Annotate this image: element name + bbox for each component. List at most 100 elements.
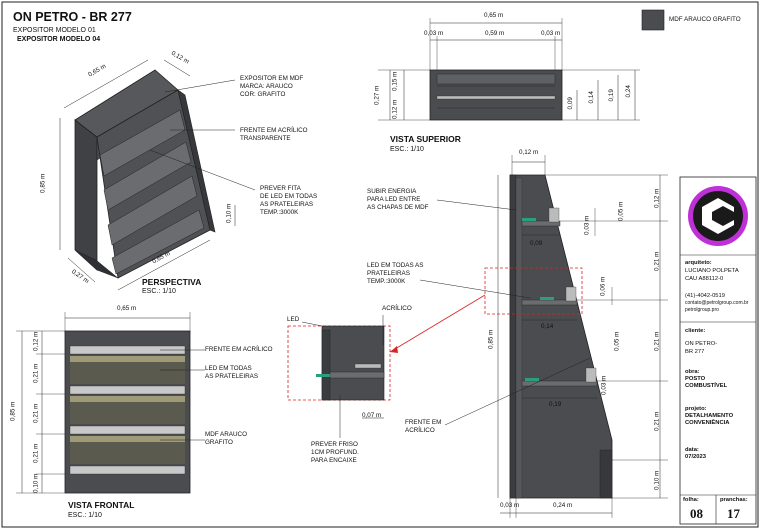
side-dim-d: 0,06 m xyxy=(599,276,607,296)
legend-label: MDF ARAUCO GRAFITO xyxy=(669,16,741,23)
front-dim-s3: 0,21 m xyxy=(32,443,40,463)
front-dim-width: 0,65 m xyxy=(117,305,137,312)
front-dim-top: 0,12 m xyxy=(32,331,40,351)
project-line-1: DETALHAMENTO xyxy=(685,413,734,419)
date-value: 07/2023 xyxy=(685,454,706,460)
side-dim-h: 0,19 xyxy=(549,401,562,408)
side-note-led-2: PRATELEIRAS xyxy=(367,270,410,277)
detail-note-1: PREVER FRISO xyxy=(311,441,358,448)
page-title: ON PETRO - BR 277 xyxy=(13,10,132,24)
top-view-drawing xyxy=(378,18,640,121)
perspective-scale: ESC.: 1/10 xyxy=(142,288,176,295)
architect-name: LUCIANO POLPETA xyxy=(685,268,739,274)
architect-phone: (41)-4042-0519 xyxy=(685,293,725,299)
side-dim-f: 0,05 m xyxy=(613,331,621,351)
front-note-mdf-1: MDF ARAUCO xyxy=(205,431,247,438)
detail-note-2: 1CM PROFUND. xyxy=(311,449,359,456)
front-dim-s1: 0,21 m xyxy=(32,363,40,383)
front-dim-s2: 0,21 m xyxy=(32,403,40,423)
client-line-2: BR 277 xyxy=(685,349,705,355)
subtitle-model-01: EXPOSITOR MODELO 01 xyxy=(13,27,96,34)
perspective-title: PERSPECTIVA xyxy=(142,277,202,287)
front-note-led-1: LED EM TODAS xyxy=(205,365,252,372)
detail-dim: 0,07 m xyxy=(362,412,382,419)
top-dim-d6: 0,19 xyxy=(607,89,615,102)
top-dim-d3: 0,12 m xyxy=(391,99,399,119)
front-note-acrylic: FRENTE EM ACRÍLICO xyxy=(205,346,273,353)
perspective-drawing xyxy=(59,59,256,291)
work-label: obra: xyxy=(685,369,700,375)
front-dim-height: 0,85 m xyxy=(9,401,17,421)
sheet-number: 08 xyxy=(690,506,703,521)
persp-dim-shelf-gap: 0,10 m xyxy=(225,203,233,223)
detail-acrylic-label: ACRÍLICO xyxy=(382,305,412,312)
top-dim-side-left: 0,03 m xyxy=(424,30,444,37)
sheet-label: folha: xyxy=(683,497,699,503)
top-dim-d1: 0,27 m xyxy=(373,85,381,105)
top-dim-d4: 0,09 xyxy=(566,97,574,110)
project-label: projeto: xyxy=(685,406,707,412)
side-dim-s3: 0,21 m xyxy=(653,411,661,431)
side-dim-base: 0,10 m xyxy=(653,470,661,490)
side-dim-s1: 0,21 m xyxy=(653,251,661,271)
side-note-acrylic-2: ACRÍLICO xyxy=(405,427,435,434)
persp-note-mdf-3: COR: GRAFITO xyxy=(240,91,286,98)
side-dim-bottom-left: 0,03 m xyxy=(500,502,520,509)
persp-note-mdf-2: MARCA: ARAUCO xyxy=(240,83,293,90)
side-note-energy-2: PARA LED ENTRE xyxy=(367,196,421,203)
side-note-energy-1: SUBIR ENERGIA xyxy=(367,188,417,195)
architect-site: petrolgroup.pro xyxy=(685,307,719,313)
project-line-2: CONVENIÊNCIA xyxy=(685,420,730,426)
work-line-2: COMBUSTÍVEL xyxy=(685,383,728,389)
work-line-1: POSTO xyxy=(685,376,706,382)
sheets-label: pranchas: xyxy=(720,497,748,503)
persp-note-led-1: PREVER FITA xyxy=(260,185,301,192)
architect-label: arquiteto: xyxy=(685,260,712,266)
top-dim-d2: 0,15 m xyxy=(391,71,399,91)
subtitle-model-04: EXPOSITOR MODELO 04 xyxy=(17,36,101,43)
architect-email: contato@petrolgroup.com.br xyxy=(685,300,749,306)
architect-cau: CAU A88112-0 xyxy=(685,276,724,282)
side-note-energy-3: AS CHAPAS DE MDF xyxy=(367,204,429,211)
legend-swatch xyxy=(641,9,665,31)
side-dim-top-width: 0,12 m xyxy=(519,149,539,156)
side-note-led-3: TEMP.:3000K xyxy=(367,278,406,285)
side-note-led-1: LED EM TODAS AS xyxy=(367,262,424,269)
side-view-drawing xyxy=(419,155,668,518)
top-dim-total: 0,65 m xyxy=(484,12,504,19)
front-note-led-2: AS PRATELEIRAS xyxy=(205,373,259,380)
side-dim-bottom-width: 0,24 m xyxy=(553,502,573,509)
front-view-scale: ESC.: 1/10 xyxy=(68,512,102,519)
top-dim-d5: 0,14 xyxy=(587,91,595,104)
side-note-acrylic-1: FRENTE EM xyxy=(405,419,442,426)
side-dim-s2: 0,21 m xyxy=(653,331,661,351)
detail-drawing xyxy=(287,294,486,438)
top-dim-inner: 0,59 m xyxy=(485,30,505,37)
front-view-title: VISTA FRONTAL xyxy=(68,500,135,510)
side-dim-g: 0,03 m xyxy=(600,375,608,395)
client-label: cliente: xyxy=(685,328,706,334)
top-view-title: VISTA SUPERIOR xyxy=(390,134,461,144)
detail-note-3: PARA ENCAIXE xyxy=(311,457,357,464)
side-dim-b: 0,03 m xyxy=(583,215,591,235)
top-dim-d7: 0,24 xyxy=(624,85,632,98)
side-dim-a: 0,05 m xyxy=(617,201,625,221)
persp-dim-height: 0,85 m xyxy=(39,173,47,193)
persp-note-led-4: TEMP.:3000K xyxy=(260,209,299,216)
side-dim-top: 0,12 m xyxy=(653,188,661,208)
side-dim-c: 0,09 xyxy=(530,240,543,247)
persp-note-mdf-1: EXPOSITOR EM MDF xyxy=(240,75,304,82)
front-dim-base: 0,10 m xyxy=(32,473,40,493)
sheets-total: 17 xyxy=(727,506,740,521)
persp-note-acrylic-1: FRENTE EM ACRÍLICO xyxy=(240,127,308,134)
company-logo xyxy=(688,186,748,246)
side-dim-height: 0,85 m xyxy=(487,329,495,349)
detail-led-label: LED xyxy=(287,316,300,323)
front-note-mdf-2: GRAFITO xyxy=(205,439,233,446)
persp-note-acrylic-2: TRANSPARENTE xyxy=(240,135,291,142)
persp-note-led-3: AS PRATELEIRAS xyxy=(260,201,314,208)
top-view-scale: ESC.: 1/10 xyxy=(390,146,424,153)
client-line-1: ON PETRO- xyxy=(685,341,718,347)
side-dim-e: 0,14 xyxy=(541,323,554,330)
